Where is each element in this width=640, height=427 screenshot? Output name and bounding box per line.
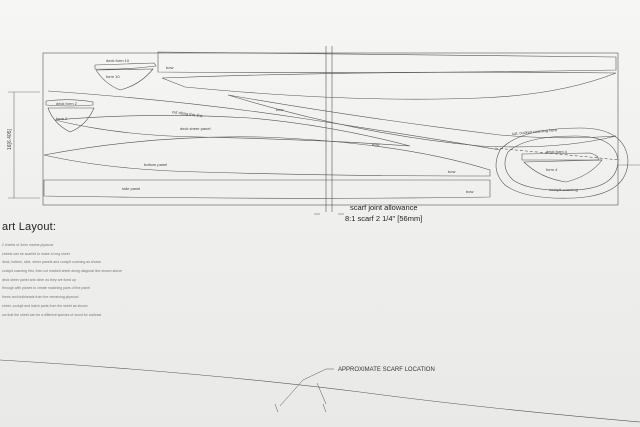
label-form-2: form 2 bbox=[56, 116, 68, 121]
label-deck-form-10: deck form 10 bbox=[106, 58, 130, 63]
label-deck-form-2: deck form 2 bbox=[56, 101, 78, 106]
part-cockpit-coaming-outer bbox=[495, 127, 629, 199]
note-item: sheet, cockpit and hatch parts from the … bbox=[2, 303, 88, 308]
note-item: deck, bottom, side, sheer panels and coc… bbox=[2, 260, 102, 265]
note-item: deck sheer panel and other as they are l… bbox=[2, 277, 76, 282]
label-bow-top: bow bbox=[166, 65, 173, 70]
label-bow-side: bow bbox=[466, 189, 473, 194]
label-cut-along-line: cut along this line bbox=[172, 109, 204, 118]
note-item: sheets can be scarfed to make a long she… bbox=[2, 251, 70, 256]
notes-list: 2 sheets of 4mm marine plywood sheets can… bbox=[2, 241, 262, 319]
part-deck-form-10 bbox=[94, 62, 157, 70]
note-item: 2 sheets of 4mm marine plywood bbox=[2, 243, 54, 247]
label-bow-mid: bow bbox=[276, 107, 283, 112]
label-side-panel: side panel bbox=[122, 186, 140, 191]
scarf-ratio-label: 8:1 scarf 2 1/4" [56mm] bbox=[345, 214, 422, 223]
part-form-10 bbox=[95, 68, 154, 91]
note-item: through with planes to create matching p… bbox=[2, 286, 90, 291]
part-form-4 bbox=[523, 159, 603, 183]
label-bow-deck: bow bbox=[372, 142, 379, 147]
note-item: forms and bulkheads from the remaining p… bbox=[2, 295, 79, 300]
label-height-dimension: 16[6.405] bbox=[7, 129, 13, 150]
label-bow-bottom: bow bbox=[448, 169, 455, 174]
part-thin-curved-panel bbox=[227, 94, 617, 148]
scarf-allowance-label: scarf joint allowance bbox=[350, 203, 418, 212]
label-form-10: form 10 bbox=[106, 74, 120, 79]
label-form-4: form 4 bbox=[546, 167, 558, 172]
part-bottom-panel bbox=[43, 136, 491, 177]
approx-scarf-label: APPROXIMATE SCARF LOCATION bbox=[338, 367, 435, 373]
part-cockpit-coaming-inner bbox=[504, 135, 619, 191]
part-deck-form-2 bbox=[45, 99, 94, 107]
note-item: cockpit coaming first, then cut marked s… bbox=[2, 269, 123, 274]
approx-scarf-leader bbox=[279, 368, 334, 407]
label-deck-form-4: deck form 4 bbox=[546, 149, 568, 154]
part-top-strip bbox=[157, 51, 617, 73]
cut-line-diagonal bbox=[47, 90, 501, 151]
lower-sheer-curve bbox=[0, 359, 640, 423]
notes-title: art Layout: bbox=[2, 221, 57, 233]
layout-notes: art Layout: 2 sheets of 4mm marine plywo… bbox=[2, 221, 262, 319]
label-deck-sheer-panel: deck sheer panel bbox=[180, 126, 211, 131]
part-upper-sheer-panel bbox=[161, 71, 617, 100]
label-bottom-panel: bottom panel bbox=[144, 162, 167, 167]
part-side-panel bbox=[43, 179, 491, 199]
plywood-sheet-outline bbox=[42, 52, 619, 206]
part-deck-sheer-panel bbox=[54, 115, 411, 147]
label-cockpit-coaming: cockpit coaming bbox=[549, 187, 578, 192]
note-item: ow that the sheet can be a different spe… bbox=[2, 312, 102, 317]
label-cut-cockpit-coaming: cut, cockpit coaming here bbox=[512, 127, 558, 136]
part-form-2 bbox=[47, 107, 95, 133]
cut-line-coaming bbox=[494, 147, 621, 161]
